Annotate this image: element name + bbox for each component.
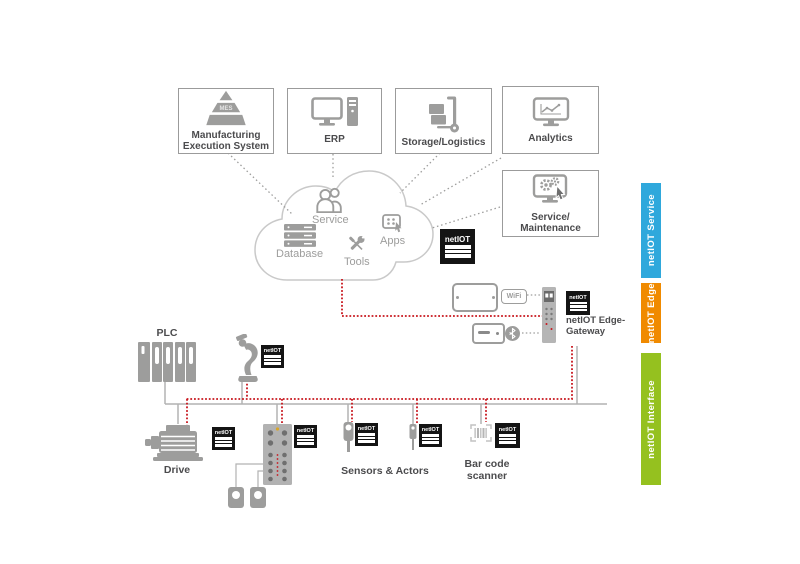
gateway-label: netIOT Edge- Gateway <box>566 315 626 337</box>
netiot-badge-sensor-1: netIOT <box>355 423 378 446</box>
box-mes: MES Manufacturing Execution System <box>178 88 274 154</box>
erp-label: ERP <box>324 134 345 145</box>
analytics-monitor-icon <box>532 96 569 126</box>
netiot-badge-label: netIOT <box>296 428 315 435</box>
wifi-badge-icon: WiFi <box>501 289 527 304</box>
netiot-badge-stripes <box>444 245 471 258</box>
zone-bar-netiot-interface: netIOT Interface <box>641 353 661 485</box>
cloud-item-database: Database <box>276 224 323 260</box>
netiot-badge-label: netIOT <box>421 427 440 434</box>
cloud-item-apps: Apps <box>380 214 405 247</box>
field-bus-lines <box>164 346 607 424</box>
cursor-arrow-icon <box>554 184 565 200</box>
netiot-badge-stripes <box>297 435 314 445</box>
red-dotted-network-lines <box>185 279 573 428</box>
cloud-service-label: Service <box>312 214 349 226</box>
cloud-item-tools: Tools <box>344 233 370 268</box>
sensors-actors-label: Sensors & Actors <box>341 465 429 477</box>
netiot-badge-stripes <box>264 355 281 365</box>
netiot-badge-sensor-2: netIOT <box>419 424 442 447</box>
zone-bar-netiot-edge: netIOT Edge <box>641 283 661 343</box>
mes-label: Manufacturing Execution System <box>182 130 270 152</box>
cloud-database-label: Database <box>276 248 324 260</box>
gateway-device-icon <box>542 287 556 343</box>
zone-bar-edge-label: netIOT Edge <box>645 282 657 344</box>
motor-icon <box>145 425 203 461</box>
robot-icon <box>235 334 258 382</box>
netiot-badge-label: netIOT <box>357 426 376 433</box>
zone-bar-netiot-service: netIOT Service <box>641 183 661 278</box>
netiot-badge-cloud: netIOT <box>440 229 475 264</box>
netiot-badge-label: netIOT <box>444 235 471 245</box>
mobile-device-icon <box>472 323 505 344</box>
netiot-badge-label: netIOT <box>498 427 517 434</box>
mes-icon-text: MES <box>219 106 232 112</box>
barcode-icon <box>470 424 492 442</box>
erp-computer-icon <box>310 97 358 126</box>
wifi-badge-label: WiFi <box>506 293 522 300</box>
netiot-badge-drive: netIOT <box>212 427 235 450</box>
netiot-badge-switch: netIOT <box>294 425 317 448</box>
drive-label: Drive <box>163 464 191 476</box>
apps-icon <box>381 214 402 233</box>
netiot-badge-stripes <box>215 437 232 447</box>
service-maintenance-label: Service/ Maintenance <box>520 211 581 234</box>
mes-pyramid-icon: MES <box>206 90 246 126</box>
users-icon <box>316 187 343 213</box>
switch-sensor-branch-lines <box>235 463 263 488</box>
netiot-badge-stripes <box>499 434 516 444</box>
box-analytics: Analytics <box>502 86 599 154</box>
box-storage-logistics: Storage/Logistics <box>395 88 492 154</box>
sensor-icon-switch-2 <box>250 487 266 508</box>
analytics-label: Analytics <box>528 132 573 144</box>
box-erp: ERP <box>287 88 382 154</box>
netiot-badge-label: netIOT <box>214 430 233 437</box>
tablet-icon <box>452 283 498 312</box>
bluetooth-badge <box>505 326 520 341</box>
service-maintenance-monitor-icon <box>532 173 567 203</box>
wireless-dotted-connectors <box>522 294 540 334</box>
cloud-shape <box>254 170 434 281</box>
cloud-apps-label: Apps <box>380 235 406 247</box>
bluetooth-icon <box>509 328 516 339</box>
storage-logistics-label: Storage/Logistics <box>401 136 486 148</box>
netiot-badge-label: netIOT <box>569 294 587 301</box>
zone-bar-service-label: netIOT Service <box>645 194 657 267</box>
plc-icon <box>138 342 196 382</box>
netiot-badge-gateway: netIOT <box>566 291 590 315</box>
plc-label: PLC <box>156 327 178 339</box>
zone-bar-interface-label: netIOT Interface <box>645 379 657 459</box>
tools-icon <box>349 235 366 251</box>
netiot-badge-stripes <box>569 301 587 312</box>
sensor-icon-field-2 <box>409 424 417 450</box>
box-service-maintenance: Service/ Maintenance <box>502 170 599 237</box>
server-icon <box>283 224 316 247</box>
switch-icon <box>263 424 292 485</box>
sensor-icon-switch-1 <box>228 487 244 508</box>
cloud-item-service: Service <box>312 186 349 226</box>
hand-truck-icon <box>428 96 459 132</box>
cloud-tools-label: Tools <box>344 256 370 268</box>
netiot-badge-stripes <box>422 434 439 444</box>
box-cloud-dotted-connectors <box>227 152 502 229</box>
netiot-badge-barcode: netIOT <box>495 423 520 448</box>
netiot-badge-label: netIOT <box>263 348 282 355</box>
netiot-badge-stripes <box>358 433 375 443</box>
barcode-scanner-label: Bar code scanner <box>464 458 510 482</box>
netiot-badge-robot: netIOT <box>261 345 284 368</box>
sensor-icon-field-1 <box>343 422 354 452</box>
